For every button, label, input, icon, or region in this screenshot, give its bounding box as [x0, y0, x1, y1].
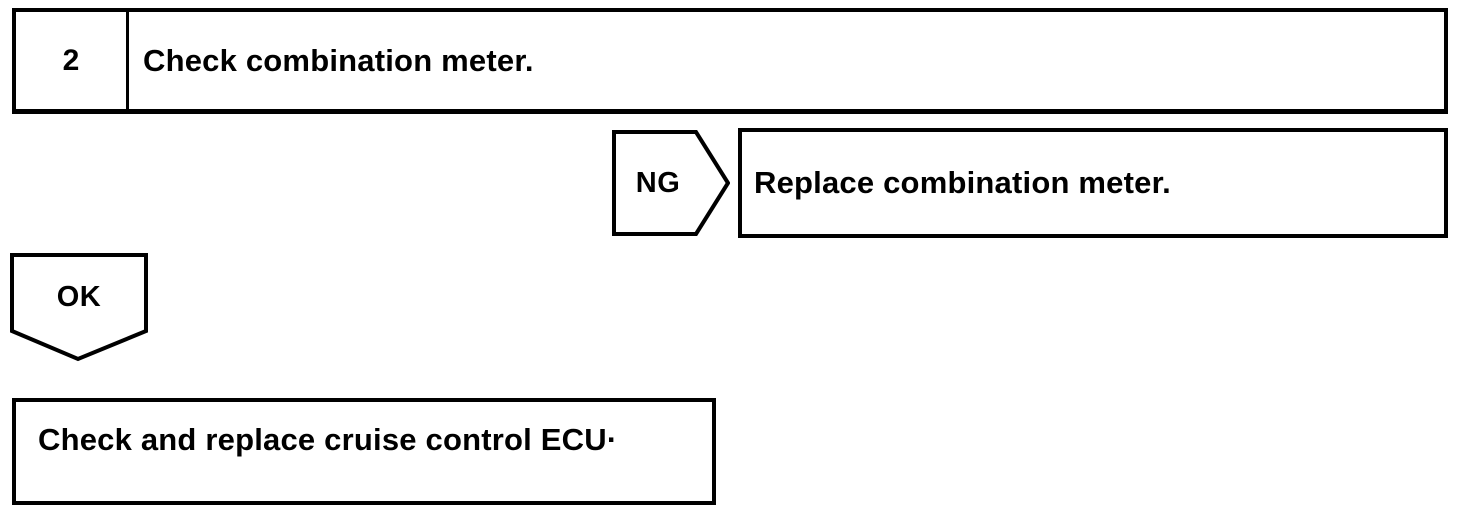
- ok-connector: OK: [10, 253, 148, 362]
- ok-action-box: Check and replace cruise control ECU·: [12, 398, 716, 505]
- ng-action-box: Replace combination meter.: [738, 128, 1448, 238]
- step-box: 2 Check combination meter.: [12, 8, 1448, 114]
- ng-action-text: Replace combination meter.: [754, 165, 1171, 200]
- ok-arrow-shape: [10, 253, 148, 362]
- ng-connector: NG: [612, 130, 730, 236]
- ng-connector-label: NG: [635, 166, 681, 199]
- step-instruction: Check combination meter.: [143, 42, 534, 78]
- ng-arrow-shape: [612, 130, 730, 236]
- ok-connector-label: OK: [56, 280, 102, 313]
- step-number: 2: [16, 12, 129, 109]
- ok-action-text: Check and replace cruise control ECU·: [38, 422, 618, 457]
